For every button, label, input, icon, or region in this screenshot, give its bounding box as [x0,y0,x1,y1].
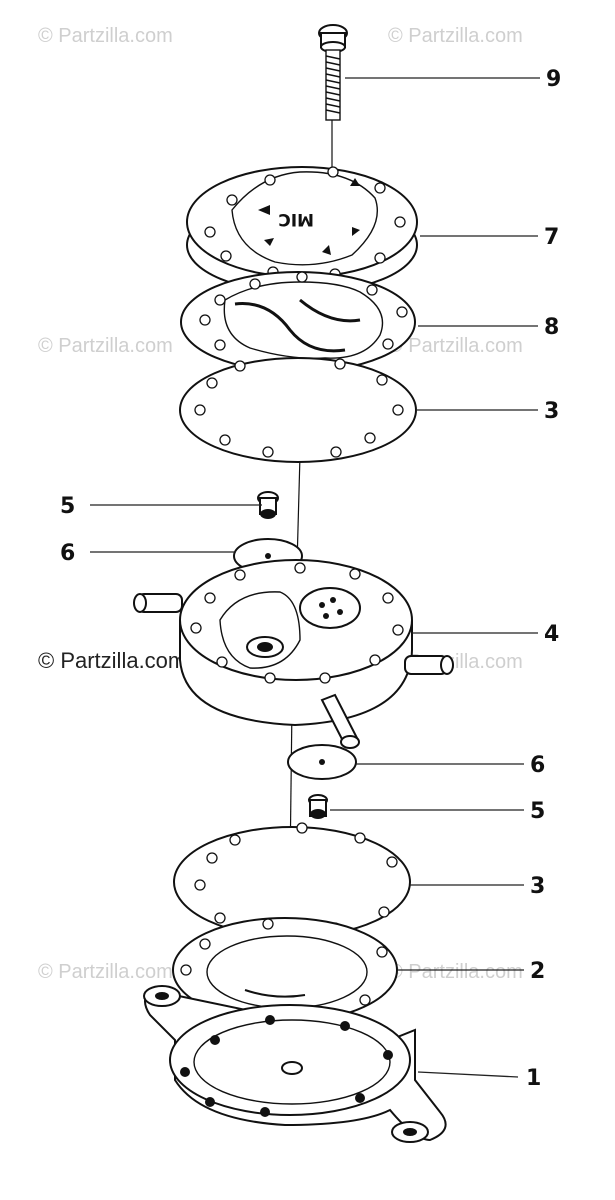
part-small-screw-upper [257,491,279,519]
callout-6-lower: 6 [530,753,545,778]
callout-2: 2 [530,959,545,984]
callout-8: 8 [544,315,559,340]
watermark: © Partzilla.com [388,961,523,983]
watermark: © Partzilla.com [38,25,173,47]
part-pump-base [143,985,447,1143]
callout-3-lower: 3 [530,874,545,899]
watermark: © Partzilla.com [38,961,173,983]
watermark: © Partzilla.com [388,25,523,47]
callout-1: 1 [526,1066,541,1091]
cover-marking: MIC [278,209,314,229]
part-valve-gasket [180,271,416,373]
part-washer-lower [287,744,357,780]
callout-4: 4 [544,622,559,647]
callout-9: 9 [546,67,561,92]
callout-3-upper: 3 [544,399,559,424]
watermark: © Partzilla.com [38,335,173,357]
watermark: © Partzilla.com [388,335,523,357]
part-pump-body [133,559,454,749]
callout-5-upper: 5 [60,494,75,519]
callout-7: 7 [544,225,559,250]
part-diaphragm-upper [179,357,417,463]
leader-line [417,1071,519,1078]
callout-6-upper: 6 [60,541,75,566]
part-pump-cover: MIC [186,166,418,294]
part-screw [318,24,348,121]
watermark: © Partzilla.com [38,648,186,673]
callout-5-lower: 5 [530,799,545,824]
part-small-screw-lower [308,794,328,819]
